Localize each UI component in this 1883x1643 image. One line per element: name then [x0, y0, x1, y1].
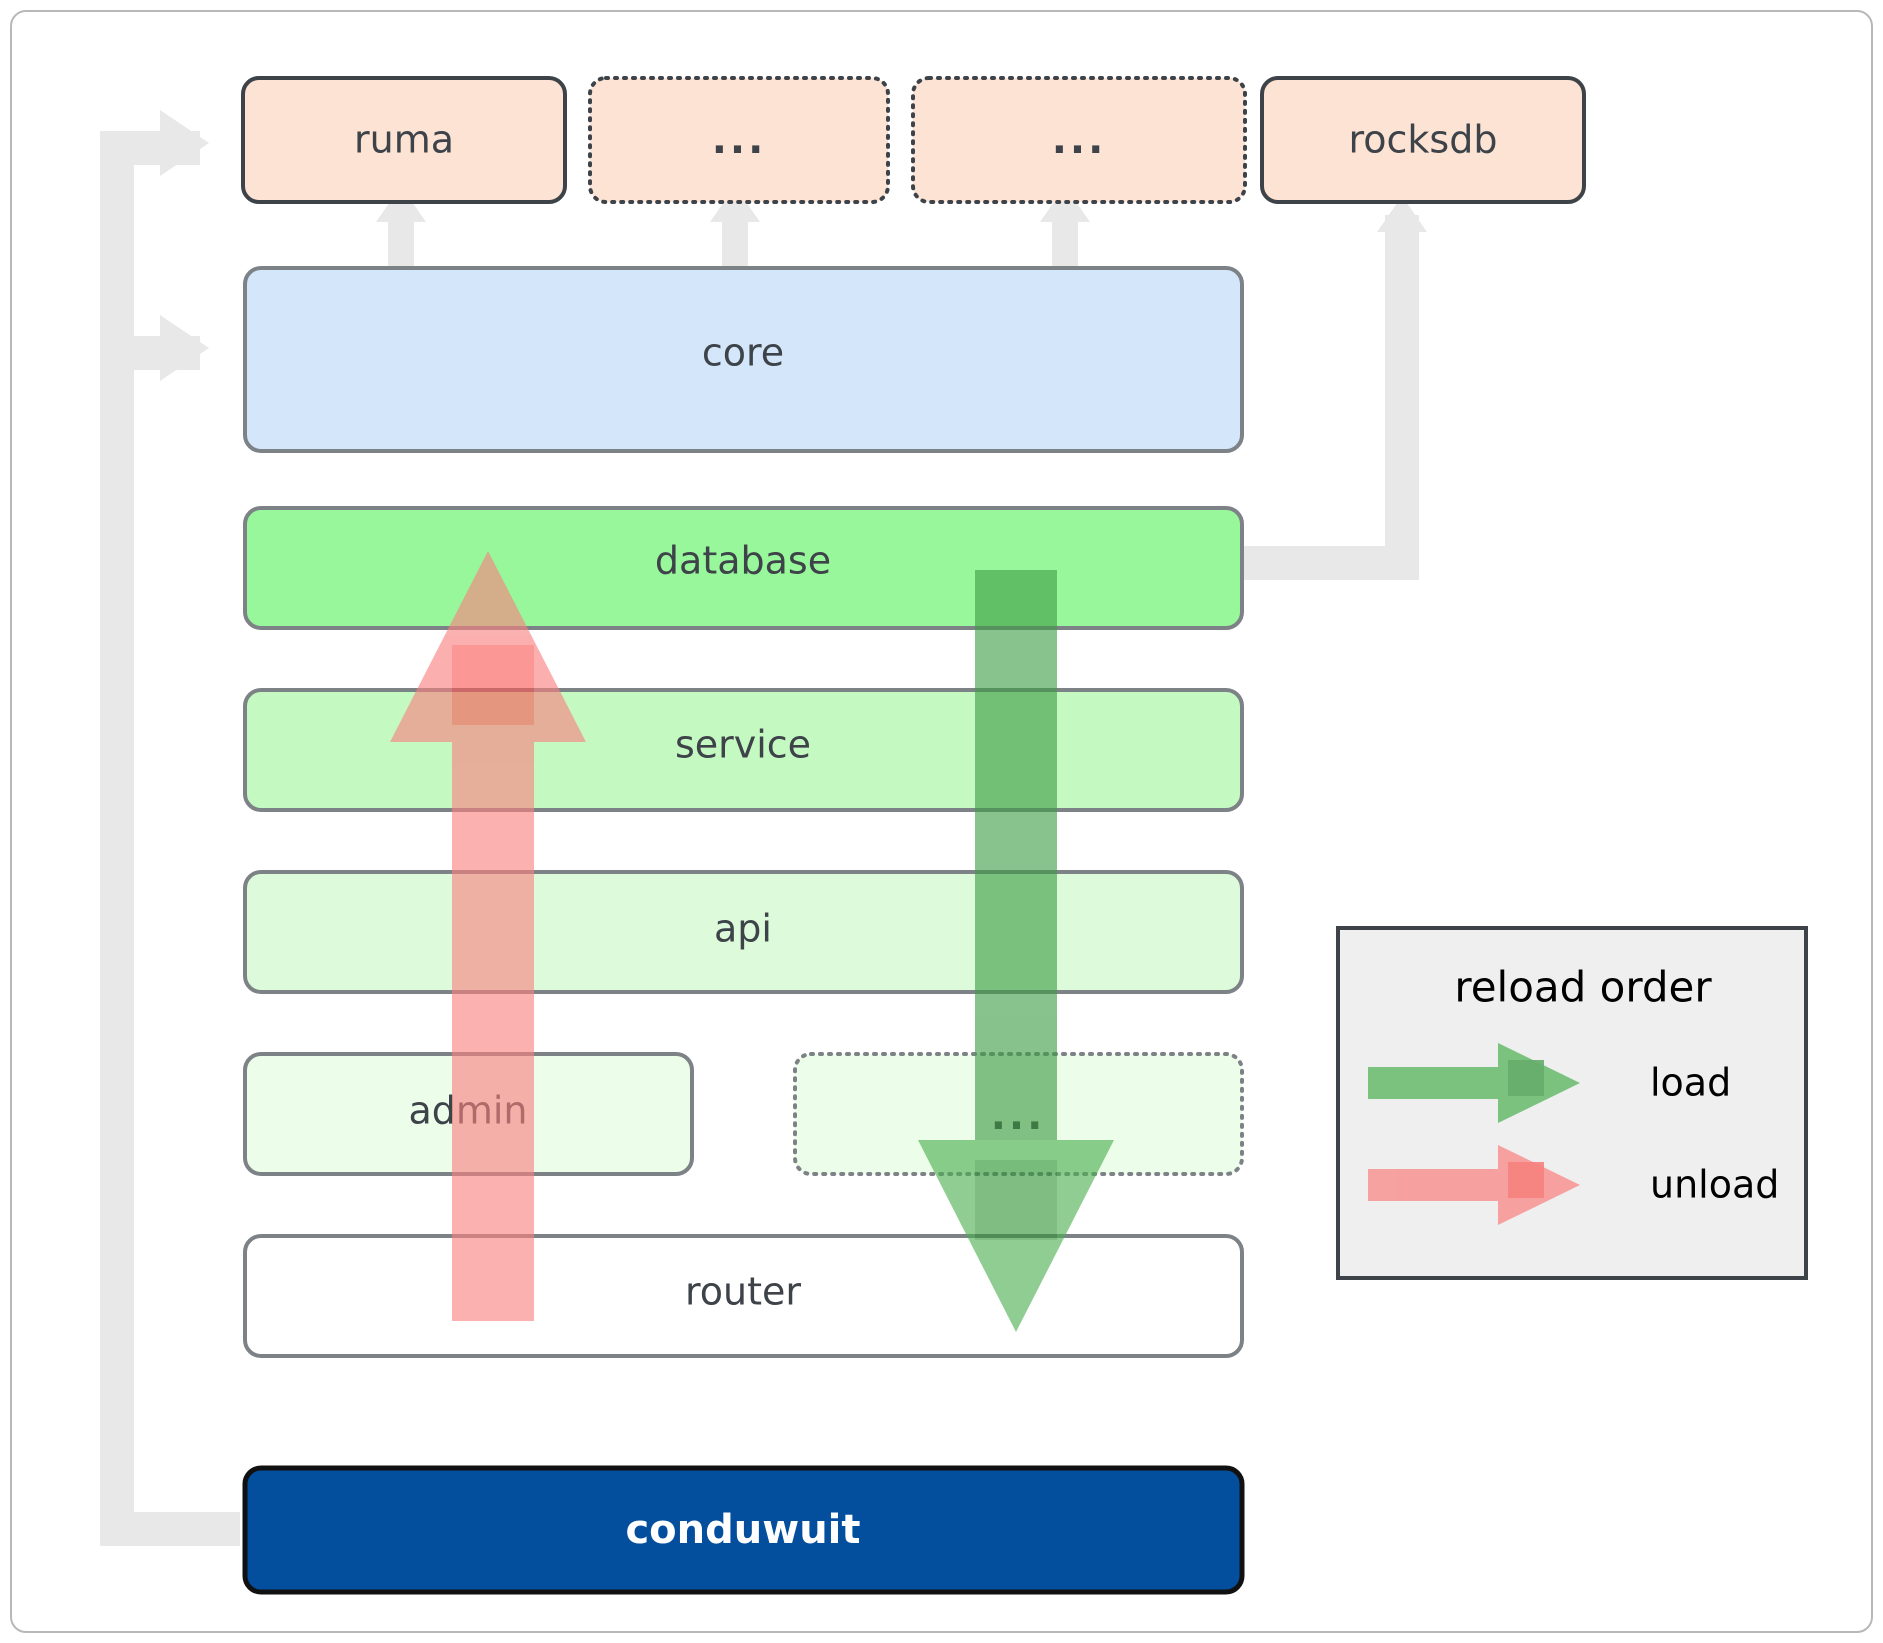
- layer-box-service[interactable]: service: [243, 688, 1244, 812]
- connector-core-to-dots-2: [1040, 186, 1090, 273]
- dependency-label-rocksdb: rocksdb: [1349, 118, 1498, 162]
- flow-arrow-unload: [390, 551, 586, 1321]
- layer-label-api: api: [714, 907, 772, 951]
- dependency-label-dots-2: ...: [1052, 117, 1107, 163]
- layer-stack: database service api admin ... router: [243, 506, 1244, 1358]
- layer-box-core[interactable]: core: [243, 266, 1244, 453]
- connector-conduwuit-to-ruma-and-core: [100, 110, 240, 1546]
- connector-core-to-dots-1: [710, 186, 760, 273]
- legend: reload order load unload: [1336, 926, 1808, 1280]
- layer-label-database: database: [655, 539, 831, 583]
- layer-label-router: router: [685, 1270, 801, 1314]
- legend-title: reload order: [1454, 963, 1712, 1012]
- root-box-conduwuit[interactable]: conduwuit: [242, 1465, 1245, 1595]
- dependency-box-rocksdb[interactable]: rocksdb: [1260, 76, 1586, 204]
- connector-database-to-rocksdb: [1222, 196, 1427, 580]
- layer-label-service: service: [675, 723, 811, 767]
- dependency-box-ruma[interactable]: ruma: [241, 76, 567, 204]
- dependency-label-dots-1: ...: [712, 117, 767, 163]
- legend-label-unload: unload: [1650, 1163, 1779, 1207]
- dependency-label-ruma: ruma: [354, 118, 454, 162]
- layer-box-api[interactable]: api: [243, 870, 1244, 994]
- legend-arrow-load: [1368, 1043, 1580, 1123]
- dependency-box-dots-2[interactable]: ...: [911, 76, 1247, 204]
- dependency-box-dots-1[interactable]: ...: [588, 76, 890, 204]
- connector-group: [100, 110, 1427, 1546]
- flow-arrow-load: [918, 570, 1114, 1332]
- legend-label-load: load: [1650, 1061, 1731, 1105]
- layer-box-database[interactable]: database: [243, 506, 1244, 630]
- legend-arrow-unload: [1368, 1145, 1580, 1225]
- root-label-conduwuit: conduwuit: [625, 1507, 860, 1553]
- dependency-row: ruma ... ... rocksdb: [241, 76, 1586, 204]
- layer-box-router[interactable]: router: [243, 1234, 1244, 1358]
- layer-label-core: core: [702, 331, 784, 375]
